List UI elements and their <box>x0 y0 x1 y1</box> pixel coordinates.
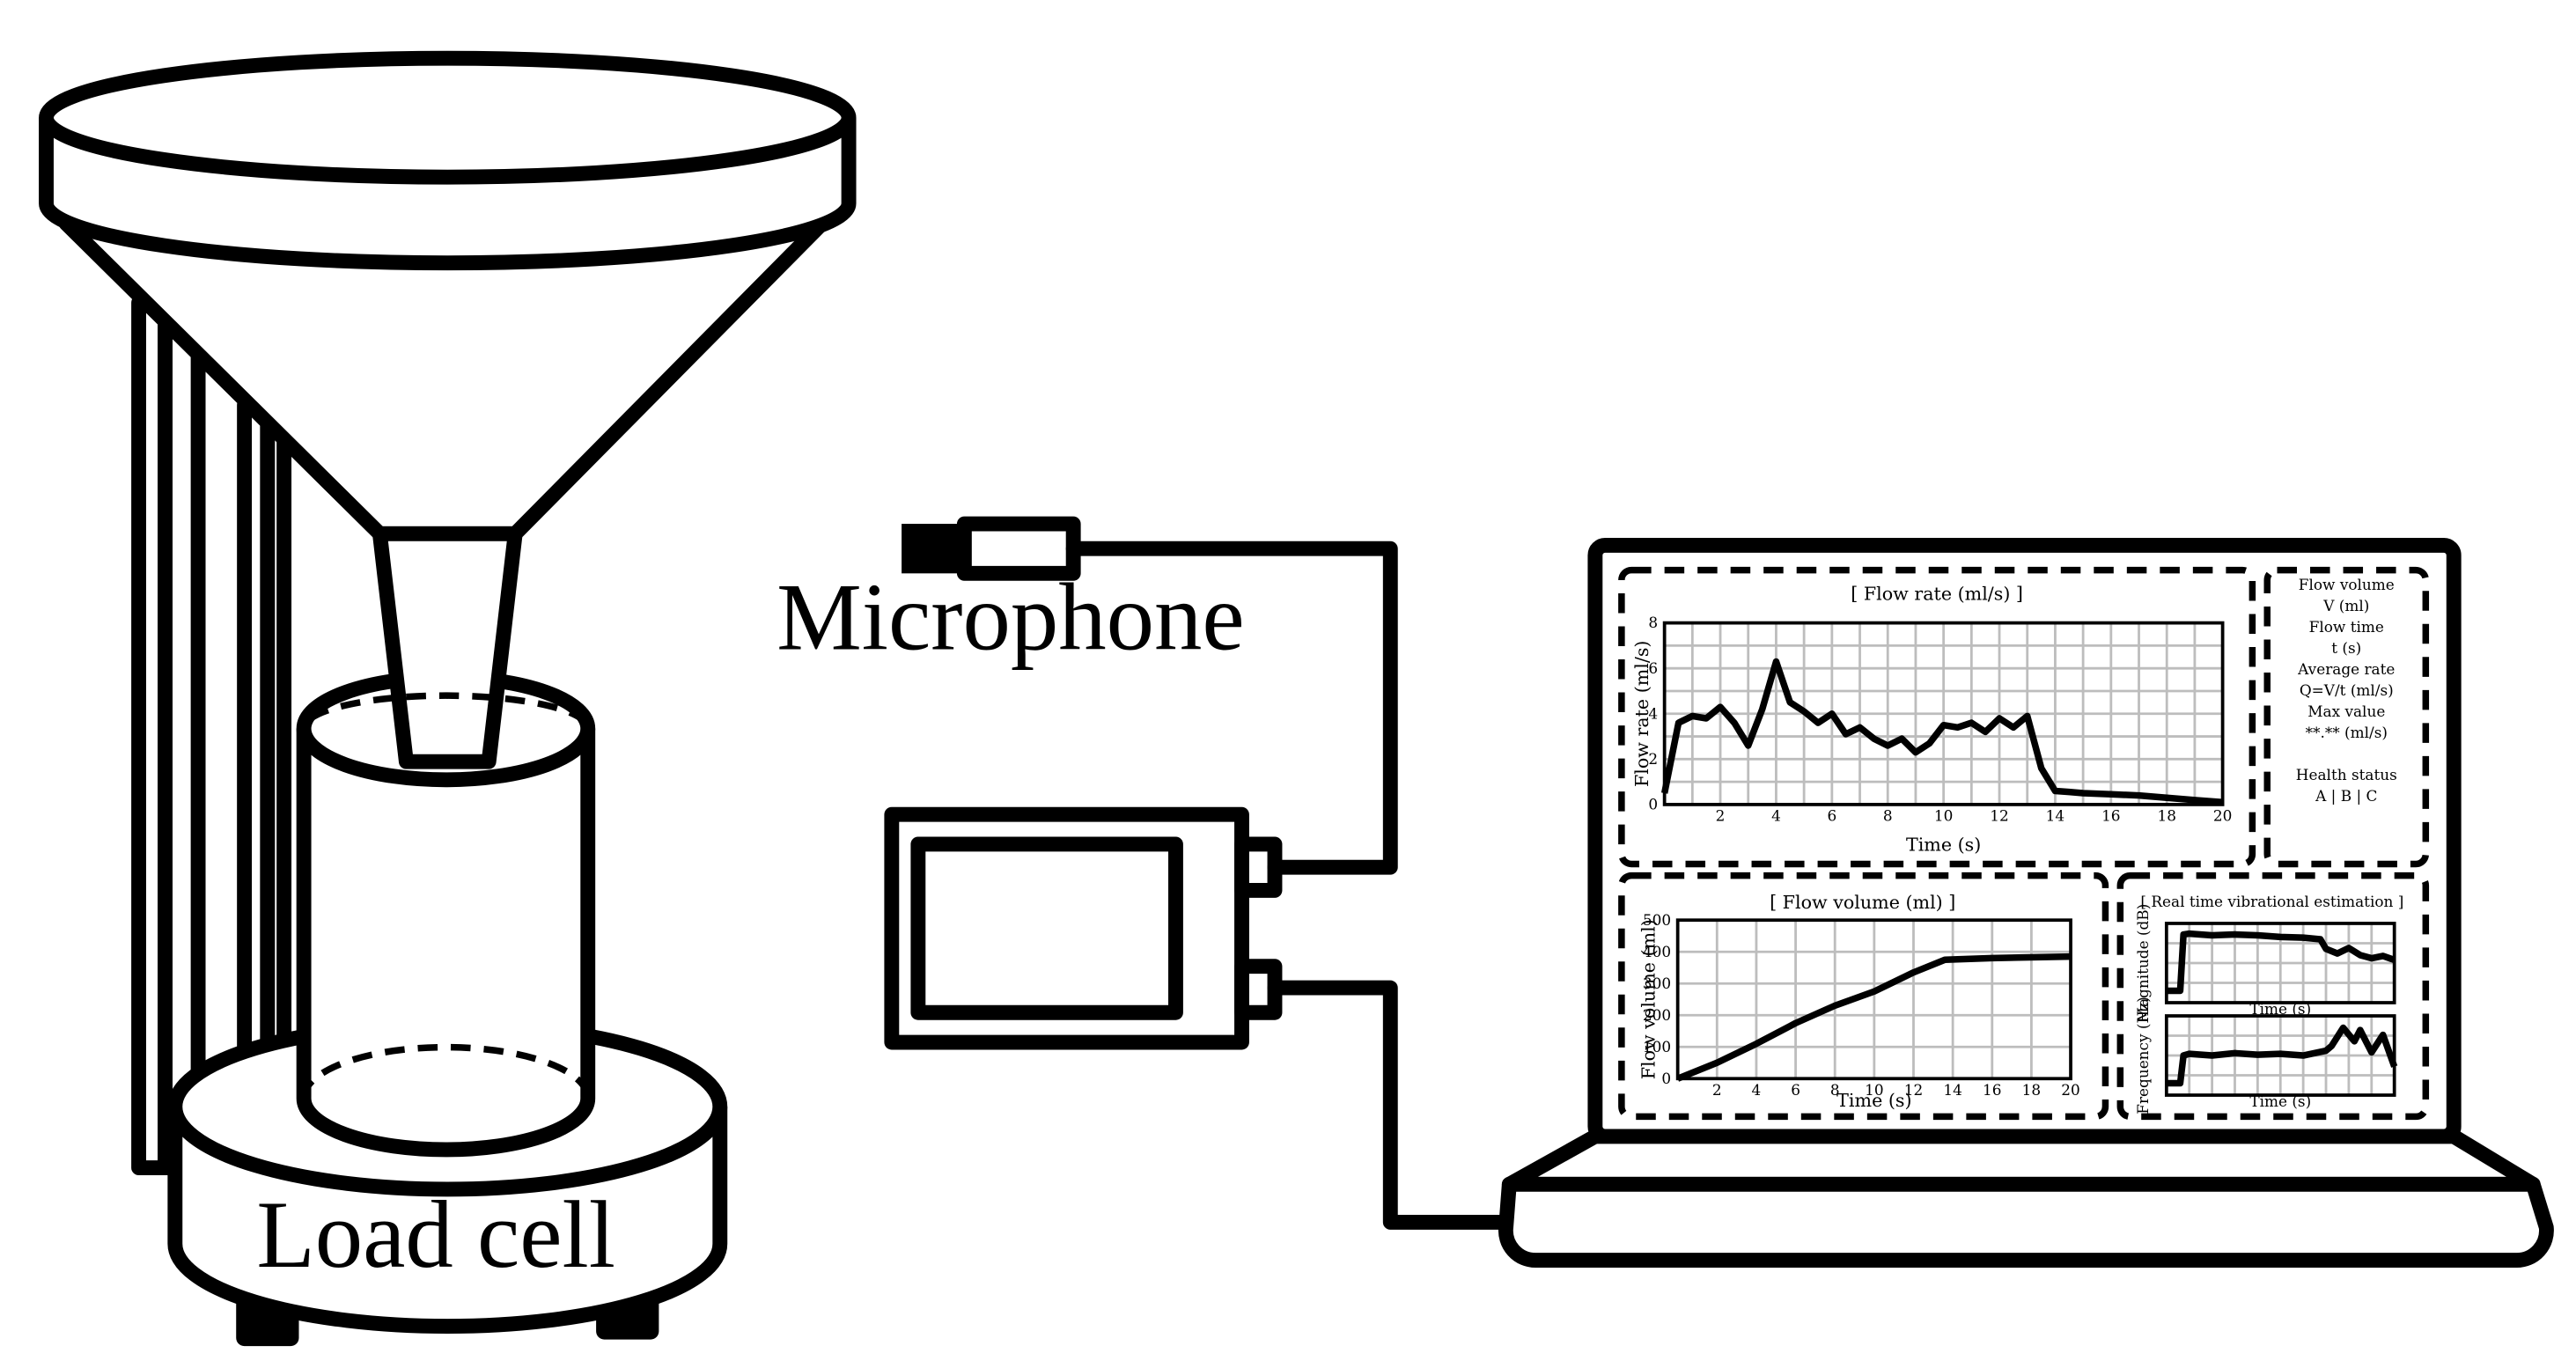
microphone-label: Microphone <box>776 564 1245 671</box>
microphone-head <box>902 524 965 574</box>
funnel <box>39 50 857 769</box>
stats-line: Flow volume <box>2299 576 2395 593</box>
y-tick-label: 6 <box>1648 659 1658 677</box>
x-tick-label: 18 <box>2022 1081 2041 1099</box>
device-screen <box>910 836 1183 1020</box>
x-tick-label: 6 <box>1791 1081 1800 1099</box>
stats-line: t (s) <box>2331 639 2361 657</box>
y-tick-label: 300 <box>1643 975 1671 992</box>
x-tick-label: 8 <box>1830 1081 1840 1099</box>
y-tick-label: 100 <box>1643 1038 1671 1055</box>
stats-line: Q=V/t (ml/s) <box>2300 681 2394 699</box>
stats-line: Average rate <box>2297 660 2395 678</box>
stats-line: **.** (ml/s) <box>2306 724 2388 741</box>
flow-volume-panel <box>1618 872 2109 1121</box>
x-tick-label: 2 <box>1712 1081 1722 1099</box>
flow-rate-series <box>1660 658 2223 806</box>
flow-volume-grid <box>1677 920 2072 1079</box>
microphone: Microphone <box>776 516 1245 671</box>
x-tick-label: 16 <box>1983 1081 2001 1099</box>
flow-rate-title: [ Flow rate (ml/s) ] <box>1851 583 2023 604</box>
stats-list: Flow volume V (ml) Flow time t (s) Average r… <box>2296 576 2397 805</box>
x-tick-label: 4 <box>1752 1081 1762 1099</box>
y-tick-label: 2 <box>1648 750 1658 768</box>
funnel-stand <box>131 295 292 1176</box>
flow-rate-ticks: 2 4 6 8 10 12 14 16 18 20 0 2 4 6 8 <box>1648 614 2232 824</box>
stats-line: Max value <box>2307 702 2385 720</box>
x-tick-label: 4 <box>1771 807 1781 825</box>
estimation-panel <box>2116 872 2430 1121</box>
flow-rate-xlabel: Time (s) <box>1906 834 1981 855</box>
x-tick-label: 12 <box>1904 1081 1923 1099</box>
magnitude-xlabel: Time (s) <box>2249 1000 2311 1018</box>
flow-volume-series <box>1676 952 2072 1082</box>
x-tick-label: 12 <box>1990 807 2008 825</box>
flow-volume-title: [ Flow volume (ml) ] <box>1770 892 1955 913</box>
magnitude-series <box>2166 930 2396 995</box>
flow-rate-grid <box>1664 622 2223 805</box>
flow-rate-ylabel: Flow rate (ml/s) <box>1631 640 1652 787</box>
y-tick-label: 4 <box>1648 704 1658 722</box>
x-tick-label: 20 <box>2061 1081 2079 1099</box>
x-tick-label: 16 <box>2101 807 2120 825</box>
y-tick-label: 0 <box>1661 1070 1671 1087</box>
x-tick-label: 10 <box>1934 807 1953 825</box>
laptop-cable <box>1267 980 1514 1230</box>
x-tick-label: 20 <box>2213 807 2232 825</box>
stats-panel <box>2263 566 2430 868</box>
stats-line: Health status <box>2296 766 2397 783</box>
x-tick-label: 18 <box>2157 807 2175 825</box>
estimation-title: [ Real time vibrational estimation ] <box>2140 893 2403 910</box>
x-tick-label: 14 <box>1943 1081 1961 1099</box>
cables <box>1065 541 1514 1230</box>
flow-volume-xlabel: Time (s) <box>1836 1090 1911 1111</box>
frequency-ylabel: Frequency (Hz) <box>2134 997 2152 1114</box>
microphone-cable <box>1065 541 1398 875</box>
acquisition-device <box>884 806 1283 1050</box>
stats-line: V (ml) <box>2322 597 2369 614</box>
frequency-series <box>2166 1024 2398 1087</box>
y-tick-label: 500 <box>1643 911 1671 929</box>
x-tick-label: 2 <box>1716 807 1726 825</box>
load-cell-label: Load cell <box>256 1181 615 1288</box>
flow-rate-panel <box>1618 566 2256 868</box>
x-tick-label: 10 <box>1865 1081 1883 1099</box>
y-tick-label: 0 <box>1648 796 1658 813</box>
x-tick-label: 8 <box>1883 807 1893 825</box>
stats-line: Flow time <box>2309 618 2384 636</box>
frequency-xlabel: Time (s) <box>2249 1092 2311 1110</box>
y-tick-label: 200 <box>1643 1006 1671 1024</box>
y-tick-label: 400 <box>1643 943 1671 960</box>
laptop-base <box>1498 1176 2554 1269</box>
x-tick-label: 14 <box>2046 807 2064 825</box>
flow-volume-ylabel: Flow volume (ml) <box>1638 919 1659 1079</box>
y-tick-label: 8 <box>1648 614 1658 631</box>
x-tick-label: 6 <box>1827 807 1836 825</box>
magnitude-ylabel: Magnitude (dB) <box>2134 904 2152 1023</box>
stats-line: A | B | C <box>2315 787 2377 805</box>
